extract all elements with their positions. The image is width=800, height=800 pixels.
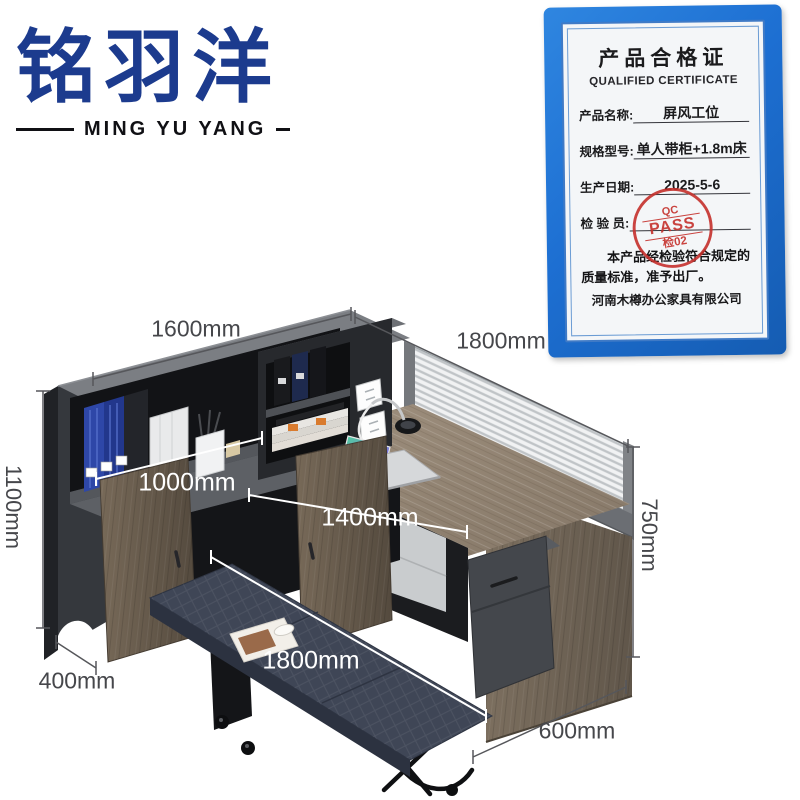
certificate-subtitle: QUALIFIED CERTIFICATE (589, 73, 739, 89)
certificate-company: 河南木樽办公家具有限公司 (591, 292, 742, 309)
logo-divider-right (276, 128, 291, 131)
caster-wheel (241, 741, 255, 755)
certificate-content: 产品合格证 QUALIFIED CERTIFICATE 产品名称: 屏风工位 规… (566, 25, 764, 337)
charging-cable (370, 397, 406, 421)
certificate-card: 产品合格证 QUALIFIED CERTIFICATE 产品名称: 屏风工位 规… (560, 19, 770, 343)
dim-label-cabinet-depth: 400mm (38, 667, 116, 694)
dimension-lines-dark (36, 307, 640, 764)
folding-bed (148, 563, 494, 797)
brand-logo-english-row: MING YU YANG (16, 118, 306, 141)
dim-label-cabinet-height: 1100mm (1, 465, 26, 549)
dim-label-desk-length: 1400mm (321, 503, 419, 532)
pen-cup (195, 429, 225, 479)
brand-logo-chinese: 铭羽洋 (16, 23, 280, 112)
drawer-pedestal (467, 535, 560, 699)
stamp-line-code: 检02 (662, 234, 688, 251)
certificate-field-model: 规格型号: 单人带柜+1.8m床 (579, 139, 750, 160)
logo-divider-left (16, 128, 74, 131)
binder (310, 346, 326, 398)
caster-wheel (215, 715, 229, 729)
brand-logo: 铭羽洋 MING YU YANG (16, 22, 306, 141)
field-label: 规格型号: (579, 144, 634, 160)
book-stack (276, 402, 344, 426)
field-value: 屏风工位 (633, 103, 750, 124)
field-label: 产品名称: (578, 108, 634, 124)
dim-label-hutch-width: 1600mm (151, 315, 241, 342)
drawer-handle (490, 576, 518, 588)
field-label: 检 验 员: (580, 216, 630, 232)
field-label: 生产日期: (579, 180, 635, 196)
partition-corner-post (404, 341, 415, 416)
magazine (229, 617, 299, 663)
dim-label-bed-length: 1800mm (262, 646, 360, 675)
certificate-title: 产品合格证 (598, 46, 729, 71)
dim-label-screen-height: 750mm (637, 498, 662, 572)
brand-logo-english: MING YU YANG (84, 118, 267, 140)
dim-label-side-depth: 600mm (538, 717, 616, 744)
shelf-accessories (84, 389, 240, 492)
certificate-field-product-name: 产品名称: 屏风工位 (578, 103, 750, 124)
field-value: 单人带柜+1.8m床 (633, 139, 750, 160)
dimension-lines-white (95, 431, 487, 723)
qualified-certificate: 产品合格证 QUALIFIED CERTIFICATE 产品名称: 屏风工位 规… (543, 4, 787, 358)
dim-label-screen-length: 1800mm (456, 327, 546, 354)
power-outlet (355, 378, 383, 412)
dim-label-shelf-width: 1000mm (138, 468, 236, 497)
cabinet-arch-cutout (58, 620, 97, 652)
